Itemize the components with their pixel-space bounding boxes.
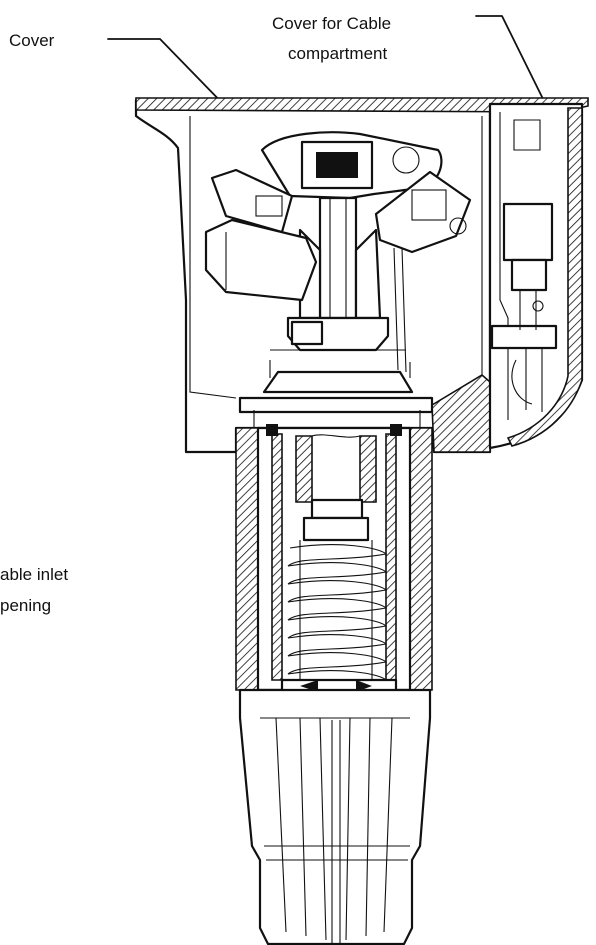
leader-line-cable-cover <box>475 15 546 104</box>
riser-body <box>235 424 433 696</box>
label-cover: Cover <box>9 31 55 50</box>
rotor-assembly <box>204 131 472 428</box>
label-cable-inlet-line2: pening <box>0 596 51 615</box>
label-cable-cover-line1: Cover for Cable <box>272 14 391 33</box>
label-cable-inlet-line1: able inlet <box>0 565 68 584</box>
label-cable-cover-line2: compartment <box>288 44 387 63</box>
leader-line-cover <box>107 38 232 113</box>
cable-compartment <box>488 102 584 450</box>
bottom-tube <box>238 688 432 945</box>
